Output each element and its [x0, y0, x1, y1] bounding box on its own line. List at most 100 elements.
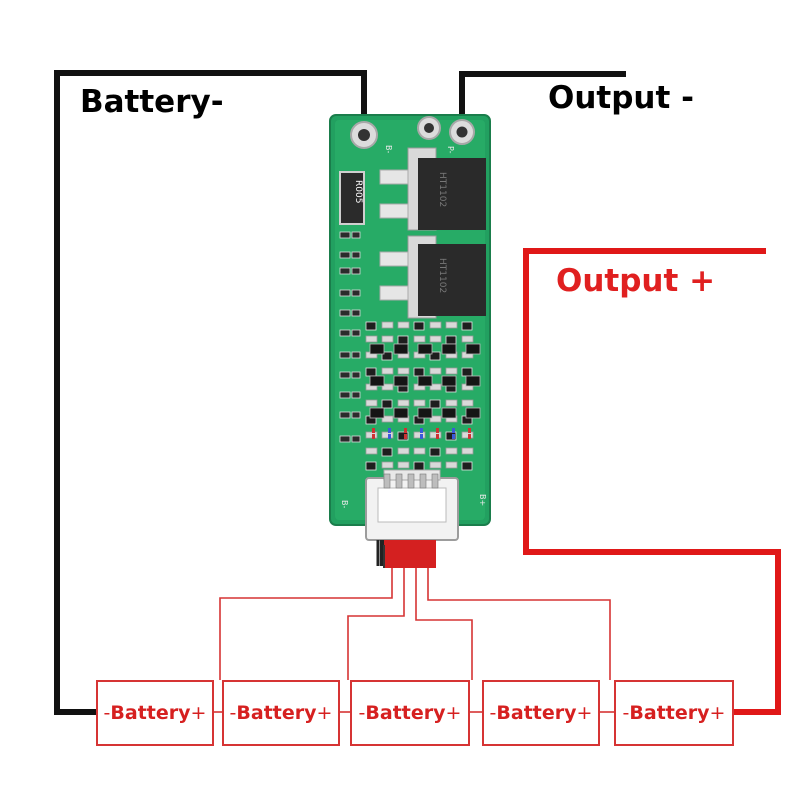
smd-part — [381, 415, 394, 423]
mosfet-1: HT1102 — [379, 147, 486, 231]
smd-part — [381, 447, 393, 457]
smd-part — [445, 447, 458, 455]
smd-part — [365, 431, 378, 439]
smd-part — [339, 391, 351, 399]
smd-part — [404, 434, 407, 439]
smd-part — [413, 431, 426, 439]
smd-part — [397, 447, 410, 455]
cell-plus: + — [445, 702, 462, 724]
pad-p-minus-label: P- — [446, 146, 455, 154]
smd-part — [397, 431, 409, 441]
resistor-code: R005 — [353, 180, 363, 203]
smd-part — [339, 371, 351, 379]
smd-part — [461, 335, 474, 343]
smd-part — [381, 383, 394, 391]
smd-part — [369, 407, 385, 419]
battery-cell-3: -Battery+ — [350, 680, 470, 746]
smd-part — [397, 399, 410, 407]
smd-part — [365, 367, 377, 377]
smd-part — [441, 343, 457, 355]
smd-part — [429, 399, 441, 409]
cell-label: Battery — [496, 702, 577, 724]
smd-part — [388, 428, 391, 433]
bms-board: B- P- R005 HT1102 HT1102 B- B+ — [329, 114, 491, 526]
smd-part — [339, 251, 351, 259]
smd-part — [365, 321, 377, 331]
smd-part — [404, 428, 407, 433]
smd-part — [461, 461, 473, 471]
smd-part — [351, 371, 361, 379]
battery-cell-2: -Battery+ — [222, 680, 340, 746]
smd-components — [339, 231, 481, 471]
smd-part — [339, 351, 351, 359]
smd-part — [429, 383, 442, 391]
mosfet-2: HT1102 — [379, 235, 486, 319]
smd-part — [452, 434, 455, 439]
smd-part — [397, 461, 410, 469]
smd-part — [339, 435, 351, 443]
smd-part — [397, 335, 409, 345]
smd-part — [381, 321, 394, 329]
smd-part — [468, 434, 471, 439]
smd-part — [445, 399, 458, 407]
connector-b-minus-label: B- — [340, 500, 349, 508]
smd-part — [461, 367, 473, 377]
smd-part — [413, 335, 426, 343]
smd-part — [465, 407, 481, 419]
cell-minus: - — [103, 702, 111, 724]
smd-part — [445, 431, 457, 441]
output-negative-label: Output - — [548, 80, 694, 116]
smd-part — [465, 343, 481, 355]
smd-part — [436, 434, 439, 439]
smd-part — [351, 309, 361, 317]
smd-part — [339, 267, 351, 275]
output-positive-label: Output + — [556, 263, 716, 299]
smd-part — [441, 407, 457, 419]
cell-plus: + — [576, 702, 593, 724]
smd-part — [351, 329, 361, 337]
smd-part — [429, 431, 442, 439]
smd-part — [381, 351, 393, 361]
smd-part — [429, 461, 442, 469]
smd-part — [351, 435, 361, 443]
battery-cell-4: -Battery+ — [482, 680, 600, 746]
smd-part — [365, 447, 378, 455]
smd-part — [420, 428, 423, 433]
smd-part — [351, 391, 361, 399]
connector-pin — [395, 473, 403, 489]
smd-part — [369, 375, 385, 387]
smd-part — [397, 367, 410, 375]
smd-part — [372, 434, 375, 439]
shunt-resistor — [339, 171, 365, 225]
smd-part — [365, 399, 378, 407]
cell-plus: + — [316, 702, 333, 724]
cell-label: Battery — [110, 702, 191, 724]
smd-part — [339, 329, 351, 337]
smd-part — [413, 399, 426, 407]
smd-part — [417, 343, 433, 355]
cell-minus: - — [358, 702, 366, 724]
battery-cell-5: -Battery+ — [614, 680, 734, 746]
output-negative-wire — [459, 71, 626, 132]
smd-part — [413, 321, 425, 331]
smd-part — [393, 407, 409, 419]
smd-part — [369, 343, 385, 355]
smd-part — [393, 343, 409, 355]
smd-part — [351, 289, 361, 297]
cell-minus: - — [229, 702, 237, 724]
smd-part — [381, 431, 394, 439]
smd-part — [445, 367, 458, 375]
smd-part — [420, 434, 423, 439]
smd-part — [461, 447, 474, 455]
smd-part — [429, 321, 442, 329]
smd-part — [397, 321, 410, 329]
connector-pin — [407, 473, 415, 489]
smd-part — [351, 267, 361, 275]
cell-minus: - — [489, 702, 497, 724]
smd-part — [445, 461, 458, 469]
smd-part — [441, 375, 457, 387]
smd-part — [461, 399, 474, 407]
balance-connector — [365, 469, 459, 541]
smd-part — [429, 367, 442, 375]
